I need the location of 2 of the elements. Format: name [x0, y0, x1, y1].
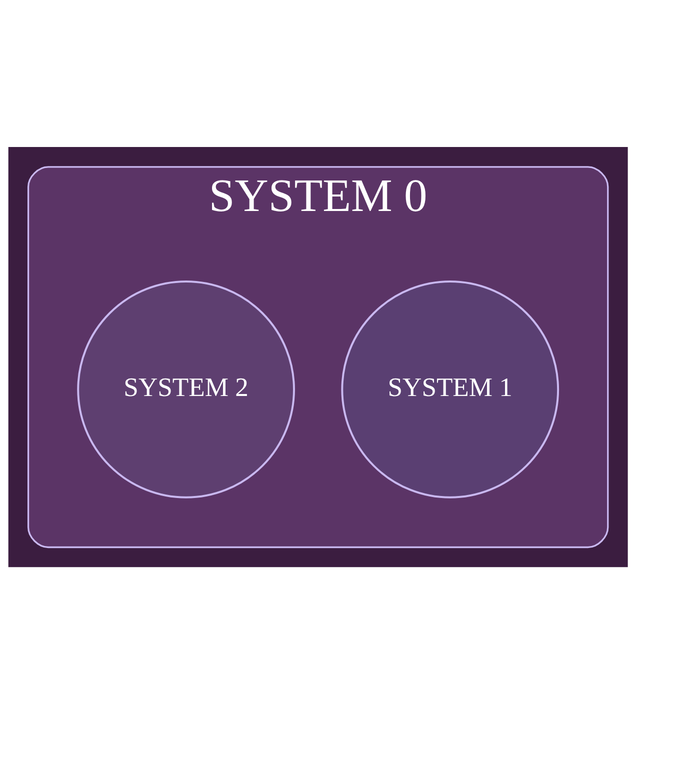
node-circle: SYSTEM 2 [77, 280, 295, 498]
node-circle: SYSTEM 1 [341, 280, 560, 498]
